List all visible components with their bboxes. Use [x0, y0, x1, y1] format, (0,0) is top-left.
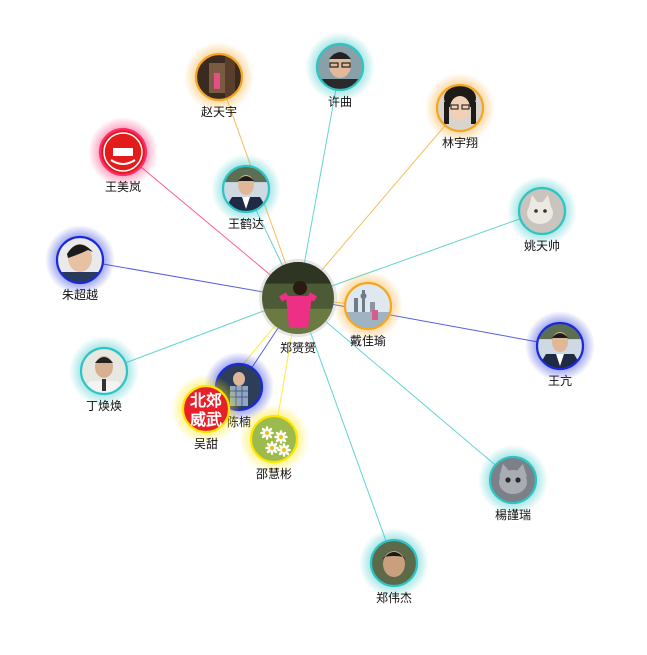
- friend-name-label: 林宇翔: [442, 136, 478, 150]
- center-name-label: 郑赟赟: [280, 340, 316, 355]
- edge-zhu-chaoyue: [79, 259, 299, 299]
- friend-node-ding-huanhuan[interactable]: 丁焕焕: [69, 336, 139, 413]
- friend-name-label: 朱超越: [62, 287, 98, 302]
- friend-nodes: 赵天宇许曲林宇翔王美岚王鹤达姚天帅朱超越戴佳瑜王亢丁焕焕陈楠北郊威武吴甜邵慧彬楊…: [45, 32, 595, 605]
- friend-node-yang-jinrui[interactable]: 楊謹瑞: [478, 445, 548, 522]
- friend-name-label: 王美岚: [105, 180, 141, 194]
- kitten-photo-icon: [519, 188, 565, 234]
- node-ring: [535, 321, 585, 371]
- edge-wang-meilan: [122, 151, 299, 299]
- friend-name-label: 吴甜: [194, 437, 218, 451]
- edge-zheng-weijie: [297, 297, 395, 564]
- node-ring: [79, 346, 129, 396]
- node-ring: [249, 414, 299, 464]
- node-ring: [517, 186, 567, 236]
- node-ring: [221, 164, 271, 214]
- node-ring: [194, 52, 244, 102]
- friend-node-shao-huibin[interactable]: 邵慧彬: [239, 404, 309, 481]
- friend-node-zhu-chaoyue[interactable]: 朱超越: [45, 225, 115, 302]
- woman-with-glasses-photo-icon: [437, 85, 483, 131]
- friend-name-label: 郑伟杰: [376, 590, 412, 605]
- city-skyline-photo-icon: [345, 283, 391, 329]
- friend-node-wang-heda[interactable]: 王鹤达: [211, 154, 281, 231]
- node-ring: [369, 538, 419, 588]
- boy-portrait-photo-icon: [371, 540, 417, 586]
- friend-name-label: 王亢: [548, 373, 572, 388]
- edge-lin-yuxiang: [297, 107, 461, 299]
- edge-xu-qu: [297, 66, 341, 299]
- logo-text: 北郊: [190, 391, 222, 410]
- man-with-glasses-photo-icon: [317, 44, 363, 90]
- friend-name-label: 赵天宇: [201, 105, 237, 119]
- node-ring: [181, 384, 231, 434]
- friend-node-dai-jiayu[interactable]: 戴佳瑜: [333, 271, 403, 348]
- young-man-photo-icon: [57, 237, 103, 283]
- friend-name-label: 王鹤达: [228, 216, 264, 231]
- girl-in-pink-photo-icon: [262, 262, 334, 334]
- friend-name-label: 楊謹瑞: [495, 507, 531, 522]
- friend-name-label: 丁焕焕: [86, 399, 122, 413]
- friend-name-label: 邵慧彬: [256, 466, 292, 481]
- friend-node-zheng-weijie[interactable]: 郑伟杰: [359, 528, 429, 605]
- high-school-badge-icon: [100, 129, 146, 175]
- node-ring: [488, 455, 538, 505]
- friend-name-label: 姚天帅: [524, 239, 560, 253]
- friend-node-lin-yuxiang[interactable]: 林宇翔: [425, 73, 495, 150]
- friend-node-xu-qu[interactable]: 许曲: [305, 32, 375, 109]
- friend-node-wang-meilan[interactable]: 王美岚: [88, 117, 158, 194]
- node-ring: [315, 42, 365, 92]
- center-node[interactable]: 郑赟赟: [259, 259, 337, 355]
- grey-cat-photo-icon: [490, 457, 536, 503]
- edge-yao-tianshuai: [297, 210, 543, 299]
- logo-text: 威武: [190, 410, 222, 429]
- node-ring: [55, 235, 105, 285]
- node-ring: [98, 127, 148, 177]
- friend-node-zhao-tianyu[interactable]: 赵天宇: [184, 42, 254, 119]
- friend-name-label: 许曲: [328, 95, 352, 109]
- daisy-flowers-photo-icon: [251, 416, 297, 462]
- friend-node-yao-tianshuai[interactable]: 姚天帅: [507, 176, 577, 253]
- node-ring: [435, 83, 485, 133]
- doorway-photo-icon: [196, 54, 242, 100]
- node-ring: [343, 281, 393, 331]
- edge-yang-jinrui: [297, 297, 514, 481]
- friend-node-wang-kang[interactable]: 王亢: [525, 311, 595, 388]
- friend-name-label: 戴佳瑜: [350, 333, 386, 348]
